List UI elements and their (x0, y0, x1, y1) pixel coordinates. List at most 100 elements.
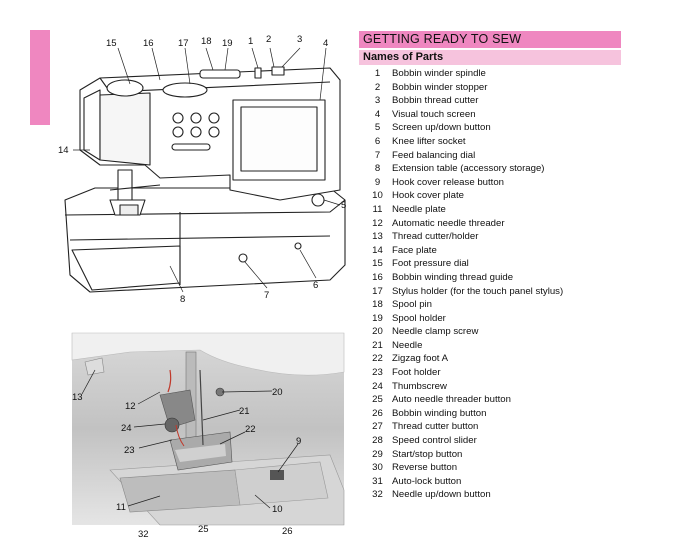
part-number: 32 (372, 489, 383, 501)
part-number: 3 (374, 95, 381, 107)
part-name: Hook cover release button (392, 176, 504, 188)
part-item: 26 Bobbin winding button (363, 407, 563, 421)
part-name: Hook cover plate (392, 190, 464, 202)
face-plate (83, 89, 101, 161)
part-name: Screen up/down button (392, 122, 491, 134)
part-item: 6 Knee lifter socket (363, 135, 563, 149)
part-name: Spool pin (392, 299, 433, 311)
callout-32: 32 (138, 529, 149, 540)
part-item: 9 Hook cover release button (363, 176, 563, 190)
callout-26: 26 (282, 526, 293, 537)
part-name: Auto-lock button (392, 475, 462, 487)
callout-8: 8 (180, 294, 185, 305)
part-name: Bobbin winding thread guide (392, 271, 514, 283)
callout-16: 16 (143, 38, 154, 49)
part-name: Foot pressure dial (392, 258, 469, 270)
callout-10: 10 (272, 504, 283, 515)
part-name: Speed control slider (392, 435, 477, 447)
part-name: Zigzag foot A (392, 353, 448, 365)
part-item: 4 Visual touch screen (363, 108, 563, 122)
part-item: 10 Hook cover plate (363, 189, 563, 203)
part-number: 10 (372, 190, 383, 202)
callout-21: 21 (239, 406, 250, 417)
part-name: Bobbin thread cutter (392, 95, 479, 107)
callout-24: 24 (121, 423, 132, 434)
callout-6: 6 (313, 280, 318, 291)
part-item: 28 Speed control slider (363, 434, 563, 448)
section-title: GETTING READY TO SEW (359, 31, 621, 48)
part-name: Thread cutter/holder (392, 231, 479, 243)
part-name: Spool holder (392, 312, 446, 324)
callout-14: 14 (58, 145, 69, 156)
part-name: Bobbin winding button (392, 407, 487, 419)
part-number: 22 (372, 353, 383, 365)
part-item: 22 Zigzag foot A (363, 352, 563, 366)
callout-20: 20 (272, 387, 283, 398)
pink-page-tab (30, 30, 50, 125)
subsection-title: Names of Parts (359, 50, 621, 65)
part-name: Thread cutter button (392, 421, 479, 433)
callout-13: 13 (72, 392, 83, 403)
closeup-callouts: 13 12 20 21 24 22 23 9 11 10 (72, 387, 301, 515)
callout-15: 15 (106, 38, 117, 49)
part-name: Needle plate (392, 203, 446, 215)
part-number: 5 (374, 122, 381, 134)
part-number: 26 (372, 407, 383, 419)
part-item: 16 Bobbin winding thread guide (363, 271, 563, 285)
part-name: Face plate (392, 244, 437, 256)
callout-4: 4 (323, 38, 328, 49)
part-number: 9 (374, 176, 381, 188)
part-number: 2 (374, 81, 381, 93)
machine-bed (64, 187, 346, 293)
part-number: 21 (372, 339, 383, 351)
part-name: Thumbscrew (392, 380, 447, 392)
part-item: 27 Thread cutter button (363, 420, 563, 434)
part-number: 4 (374, 108, 381, 120)
part-item: 13 Thread cutter/holder (363, 230, 563, 244)
part-number: 11 (372, 203, 383, 215)
part-item: 14 Face plate (363, 244, 563, 258)
part-item: 20 Needle clamp screw (363, 325, 563, 339)
callout-25: 25 (198, 524, 209, 535)
part-number: 16 (372, 271, 383, 283)
part-number: 30 (372, 462, 383, 474)
callout-3: 3 (297, 34, 302, 45)
callout-22: 22 (245, 424, 256, 435)
part-name: Visual touch screen (392, 108, 476, 120)
part-number: 27 (372, 421, 383, 433)
part-number: 28 (372, 435, 383, 447)
part-name: Needle clamp screw (392, 326, 479, 338)
callout-5: 5 (341, 200, 346, 211)
part-number: 6 (374, 135, 381, 147)
part-name: Start/stop button (392, 448, 463, 460)
callout-11: 11 (116, 502, 126, 513)
machine-callouts: 15 16 17 18 19 1 2 3 4 14 5 6 7 8 (58, 34, 346, 305)
part-name: Knee lifter socket (392, 135, 466, 147)
needle-area-photo: 13 12 20 21 24 22 23 9 11 10 (71, 332, 345, 526)
part-number: 31 (372, 475, 383, 487)
callout-9: 9 (296, 436, 301, 447)
part-name: Foot holder (392, 367, 441, 379)
part-name: Bobbin winder stopper (392, 81, 488, 93)
part-item: 31 Auto-lock button (363, 475, 563, 489)
part-number: 12 (372, 217, 383, 229)
part-number: 15 (372, 258, 383, 270)
part-number: 13 (372, 231, 383, 243)
part-number: 20 (372, 326, 383, 338)
part-name: Auto needle threader button (392, 394, 511, 406)
part-number: 24 (372, 380, 383, 392)
part-number: 7 (374, 149, 381, 161)
part-number: 14 (372, 244, 383, 256)
